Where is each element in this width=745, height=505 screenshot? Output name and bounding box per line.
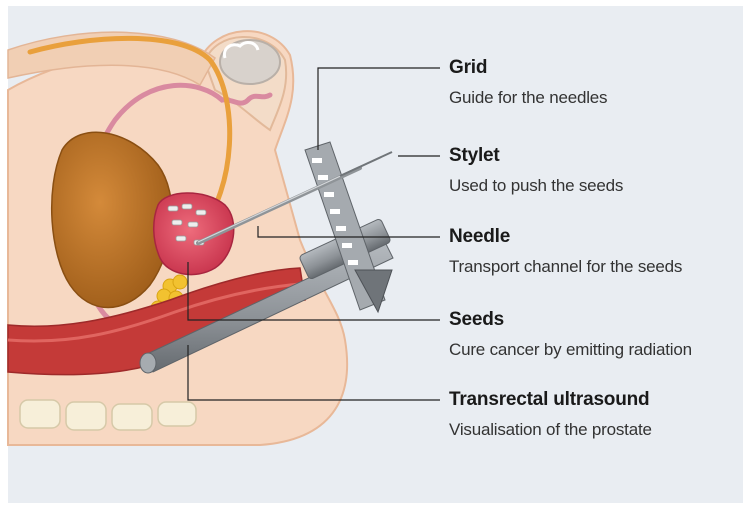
stylet (340, 152, 392, 176)
label-stylet-title: Stylet (449, 145, 623, 167)
label-seeds-description: Cure cancer by emitting radiation (449, 339, 692, 361)
leader-line-grid (318, 68, 440, 150)
label-ultrasound-title: Transrectal ultrasound (449, 389, 652, 411)
label-stylet: Stylet Used to push the seeds (449, 145, 623, 197)
label-ultrasound: Transrectal ultrasound Visualisation of … (449, 389, 652, 441)
label-needle: Needle Transport channel for the seeds (449, 226, 682, 278)
label-seeds: Seeds Cure cancer by emitting radiation (449, 309, 692, 361)
label-grid-description: Guide for the needles (449, 87, 607, 109)
label-grid-title: Grid (449, 57, 607, 79)
label-ultrasound-description: Visualisation of the prostate (449, 419, 652, 441)
label-needle-title: Needle (449, 226, 682, 248)
label-seeds-title: Seeds (449, 309, 692, 331)
label-needle-description: Transport channel for the seeds (449, 256, 682, 278)
label-stylet-description: Used to push the seeds (449, 175, 623, 197)
label-grid: Grid Guide for the needles (449, 57, 607, 109)
